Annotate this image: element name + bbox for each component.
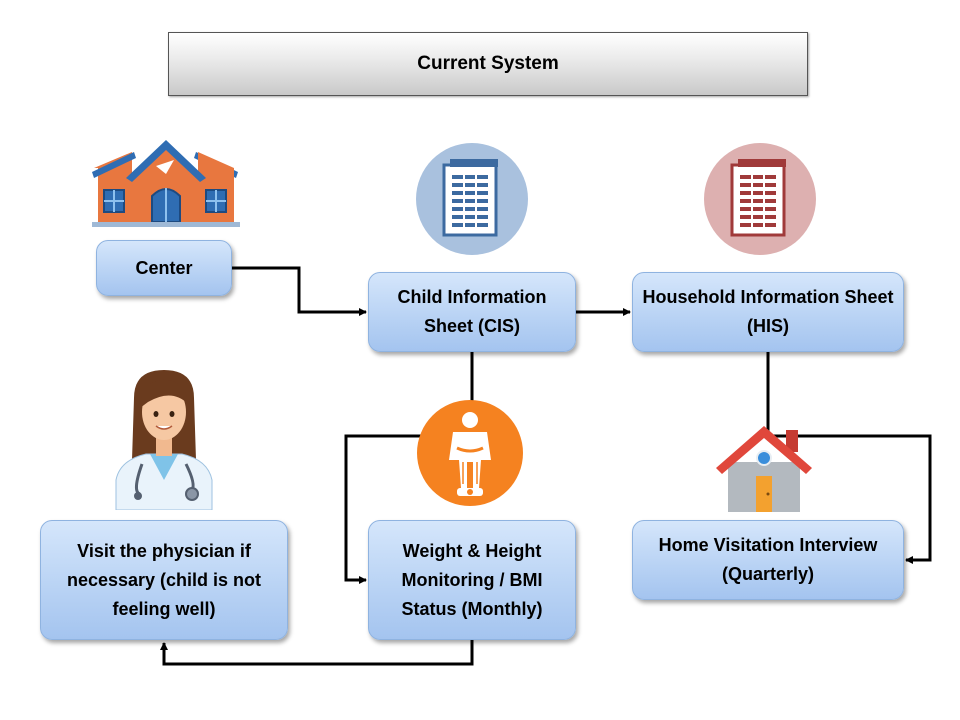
node-weight-height-monitoring: Weight & Height Monitoring / BMI Status … xyxy=(368,520,576,640)
connector-his-to-home xyxy=(766,352,932,564)
school-building-icon xyxy=(92,140,240,227)
node-visit-physician: Visit the physician if necessary (child … xyxy=(40,520,288,640)
doctor-icon xyxy=(115,370,213,510)
connector-center-to-cis xyxy=(232,266,367,316)
measuring-scale-icon xyxy=(417,400,523,506)
connector-weight-to-physician xyxy=(160,640,474,666)
house-icon xyxy=(716,426,812,512)
document-sheet-icon-blue xyxy=(416,143,528,255)
diagram-title: Current System xyxy=(168,32,808,96)
node-home-visitation-interview: Home Visitation Interview (Quarterly) xyxy=(632,520,904,600)
node-child-information-sheet: Child Information Sheet (CIS) xyxy=(368,272,576,352)
node-center: Center xyxy=(96,240,232,296)
node-household-information-sheet: Household Information Sheet (HIS) xyxy=(632,272,904,352)
document-sheet-icon-red xyxy=(704,143,816,255)
